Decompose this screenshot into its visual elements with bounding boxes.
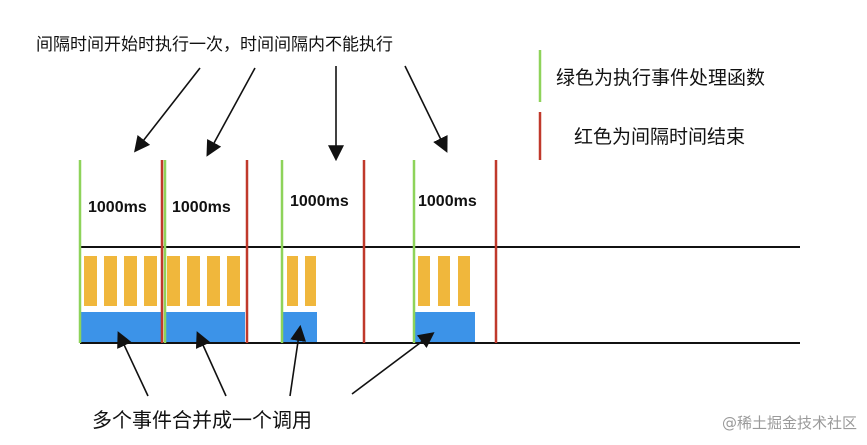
- interval-label-1: 1000ms: [88, 199, 147, 216]
- bottom-annotation: 多个事件合并成一个调用: [92, 408, 312, 432]
- interval-label-3: 1000ms: [290, 193, 349, 210]
- legend-red-label: 红色为间隔时间结束: [574, 126, 746, 148]
- legend-green-label: 绿色为执行事件处理函数: [556, 67, 766, 89]
- merged-call-block-4: [415, 312, 475, 342]
- interval-label-4: 1000ms: [418, 193, 477, 210]
- event-bars-group-1: [84, 256, 240, 306]
- merged-call-block-2: [166, 312, 245, 342]
- top-arrows: [134, 65, 448, 162]
- top-annotation: 间隔时间开始时执行一次，时间间隔内不能执行: [36, 35, 393, 55]
- bottom-arrows: [117, 324, 435, 397]
- watermark: @稀土掘金技术社区: [721, 414, 857, 432]
- interval-end-lines: [160, 160, 498, 343]
- interval-label-2: 1000ms: [172, 199, 231, 216]
- event-bars-group-2: [287, 256, 316, 306]
- execution-lines: [78, 160, 416, 343]
- merged-call-block-3: [283, 312, 317, 342]
- event-bars-group-3: [418, 256, 470, 306]
